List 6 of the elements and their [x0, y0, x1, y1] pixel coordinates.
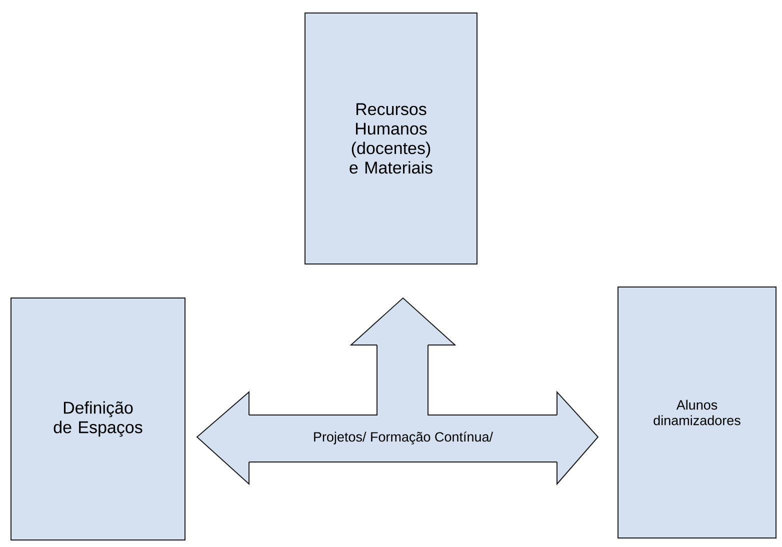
- block-arrow-head: [196, 390, 250, 486]
- text-box: Recursos Humanos (docentes) e Materiais: [304, 12, 478, 264]
- text-box: Alunos dinamizadores: [618, 286, 776, 538]
- text-box: Definição de Espaços: [10, 298, 186, 540]
- block-arrow-head: [556, 390, 599, 486]
- block-arrow-head: [350, 297, 456, 346]
